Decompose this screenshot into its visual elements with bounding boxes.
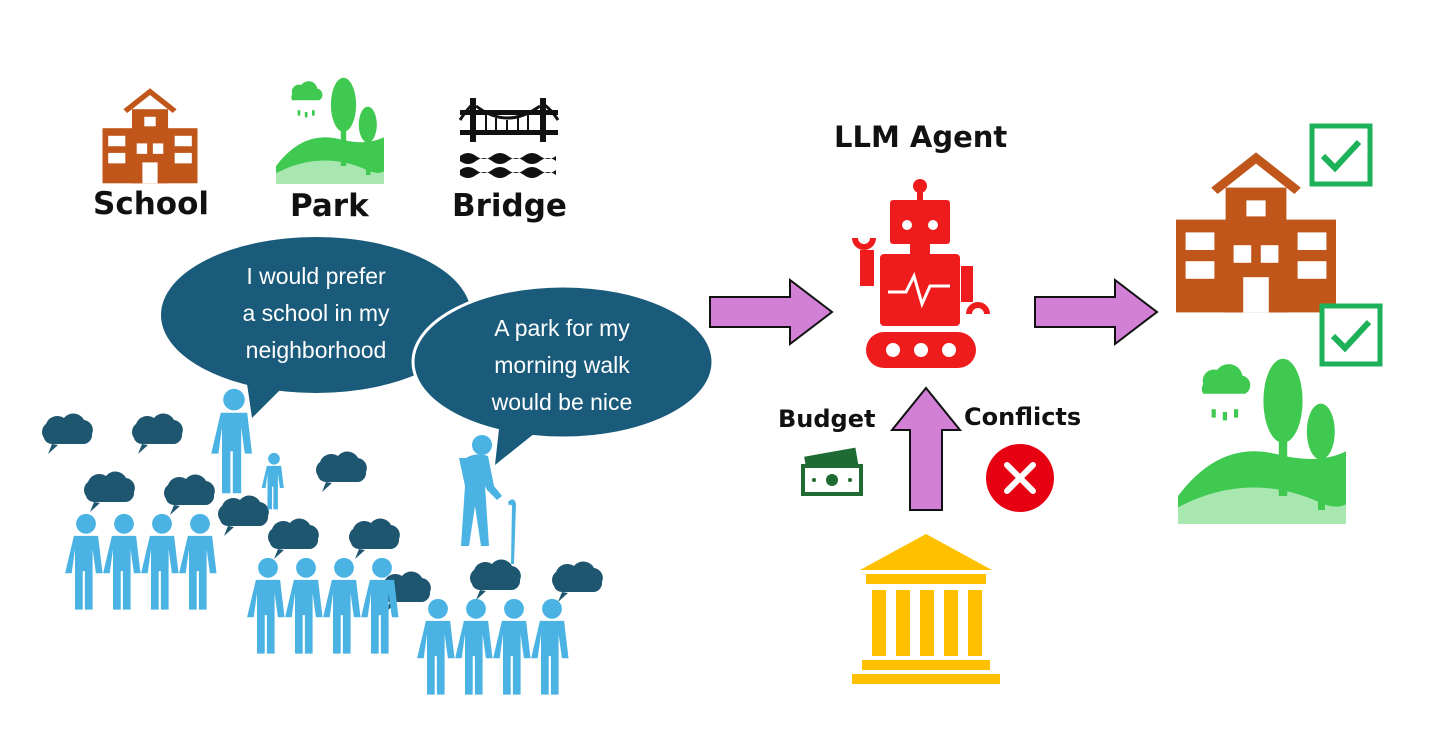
arrow-to-agent (709, 277, 834, 347)
label-budget: Budget (778, 405, 876, 433)
label-park: Park (290, 188, 369, 224)
arrow-from-agent (1034, 277, 1159, 347)
arrow-from-government (889, 386, 963, 511)
checkmark-icon (1309, 123, 1373, 187)
label-bridge: Bridge (452, 188, 567, 224)
label-school: School (93, 186, 209, 222)
school-icon (102, 88, 198, 184)
speech-text-park: A park for my morning walk would be nice (491, 315, 633, 415)
bridge-icon (458, 98, 560, 178)
checkmark-icon (1319, 303, 1383, 367)
label-conflicts: Conflicts (964, 403, 1082, 431)
speech-bubble-school (161, 237, 471, 418)
speech-text-school: I would prefer a school in my neighborho… (242, 263, 390, 363)
agent-title: LLM Agent (834, 120, 1008, 154)
conflict-x-icon (986, 444, 1054, 512)
park-icon (276, 77, 384, 184)
speech-bubble-park (411, 284, 715, 440)
robot-icon (852, 179, 990, 368)
citizens-crowd (65, 388, 569, 695)
money-icon (801, 447, 863, 496)
government-building-icon (852, 534, 1000, 684)
output-park-icon (1178, 358, 1346, 524)
